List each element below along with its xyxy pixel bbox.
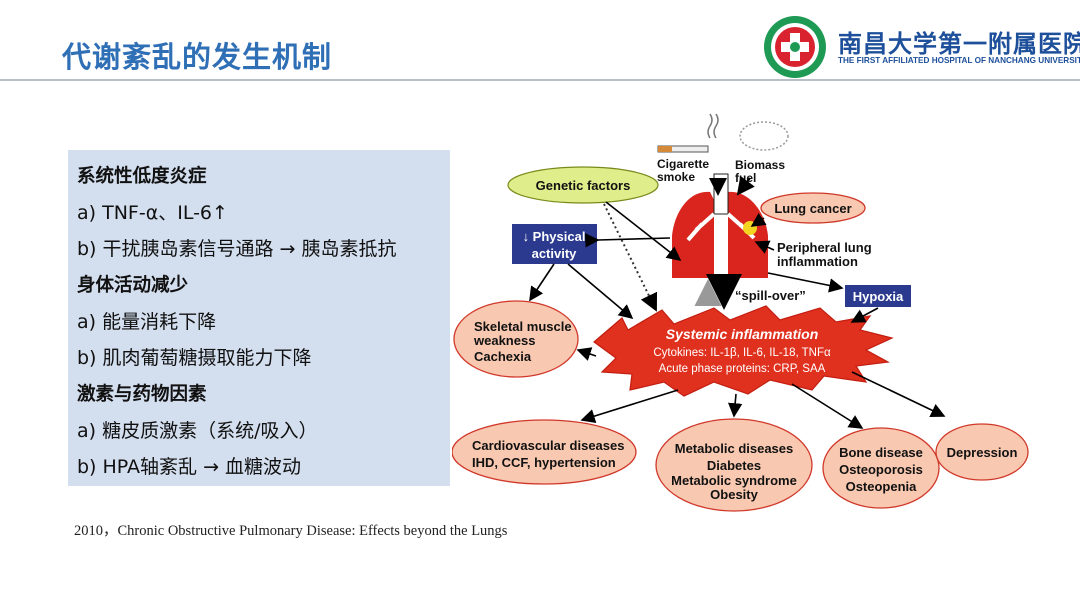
lung-cancer-node [760, 192, 866, 224]
skeletal-muscle-node [453, 300, 579, 378]
svg-text:Metabolic syndrome: Metabolic syndrome [671, 473, 797, 488]
bone-disease-label: Bone disease [839, 445, 923, 460]
panel-item: b) 肌肉葡萄糖摄取能力下降 [77, 347, 312, 369]
peripheral-inflammation-label: Peripheral lung [777, 240, 872, 255]
svg-text:weakness: weakness [473, 333, 535, 348]
svg-text:inflammation: inflammation [777, 254, 858, 269]
svg-text:Osteoporosis: Osteoporosis [839, 462, 923, 477]
mechanism-panel: 系统性低度炎症 a) TNF-α、IL-6↑ b) 干扰胰岛素信号通路 → 胰岛… [68, 150, 450, 486]
svg-text:Obesity: Obesity [710, 487, 758, 502]
lung-cancer-label: Lung cancer [774, 201, 851, 216]
citation: 2010，Chronic Obstructive Pulmonary Disea… [74, 523, 508, 539]
genetic-factors-node [507, 166, 659, 204]
hypoxia-label: Hypoxia [853, 289, 904, 304]
svg-text:smoke: smoke [657, 170, 695, 184]
lungs-icon [672, 173, 768, 278]
bone-disease-node [822, 427, 940, 509]
cigarette-icon [657, 113, 719, 153]
hospital-name-en: THE FIRST AFFILIATED HOSPITAL OF NANCHAN… [838, 56, 1080, 65]
skeletal-muscle-label: Skeletal muscle [474, 319, 572, 334]
systemic-inflammation-node [593, 305, 894, 397]
metabolic-label: Metabolic diseases [675, 441, 794, 456]
physical-activity-label: ↓ Physical [523, 229, 586, 244]
panel-heading-hormones: 激素与药物因素 [77, 384, 207, 405]
panel-heading-inflammation: 系统性低度炎症 [77, 166, 207, 187]
spill-over-label: “spill-over” [735, 288, 806, 303]
cardiovascular-node [451, 419, 637, 485]
panel-item: b) 干扰胰岛素信号通路 → 胰岛素抵抗 [77, 238, 397, 260]
svg-text:IHD, CCF, hypertension: IHD, CCF, hypertension [472, 455, 616, 470]
cardiovascular-label: Cardiovascular diseases [472, 438, 624, 453]
biomass-label: Biomass [735, 158, 785, 172]
depression-node [935, 423, 1029, 481]
hospital-logo: 南昌大学第一附属医院 THE FIRST AFFILIATED HOSPITAL… [762, 14, 1080, 80]
panel-item: a) 糖皮质激素（系统/吸入） [77, 420, 318, 442]
cigarette-label: Cigarette [657, 157, 709, 171]
hospital-name-cn: 南昌大学第一附属医院 [838, 29, 1080, 58]
depression-label: Depression [947, 445, 1018, 460]
panel-item: a) TNF-α、IL-6↑ [77, 202, 228, 224]
metabolic-node [655, 418, 813, 512]
svg-text:Diabetes: Diabetes [707, 458, 761, 473]
panel-item: b) HPA轴紊乱 → 血糖波动 [77, 456, 302, 478]
cytokines-label: Cytokines: IL-1β, IL-6, IL-18, TNFα [653, 347, 831, 359]
acute-phase-label: Acute phase proteins: CRP, SAA [659, 363, 826, 375]
hospital-emblem-icon [764, 16, 826, 78]
panel-item: a) 能量消耗下降 [77, 311, 217, 333]
panel-heading-activity: 身体活动减少 [77, 275, 189, 296]
slide-title: 代谢紊乱的发生机制 [62, 40, 333, 74]
svg-text:activity: activity [532, 246, 578, 261]
physical-activity-node [512, 224, 597, 264]
svg-text:Osteopenia: Osteopenia [846, 479, 918, 494]
svg-text:Cachexia: Cachexia [474, 349, 532, 364]
hypoxia-node [845, 285, 911, 307]
title-divider [0, 79, 1080, 81]
copd-systemic-effects-diagram: Cigarette smoke Biomass fuel Genetic fac… [451, 110, 1032, 520]
genetic-factors-label: Genetic factors [536, 178, 631, 193]
biomass-smoke-icon [739, 121, 789, 151]
systemic-inflammation-title: Systemic inflammation [666, 326, 819, 342]
